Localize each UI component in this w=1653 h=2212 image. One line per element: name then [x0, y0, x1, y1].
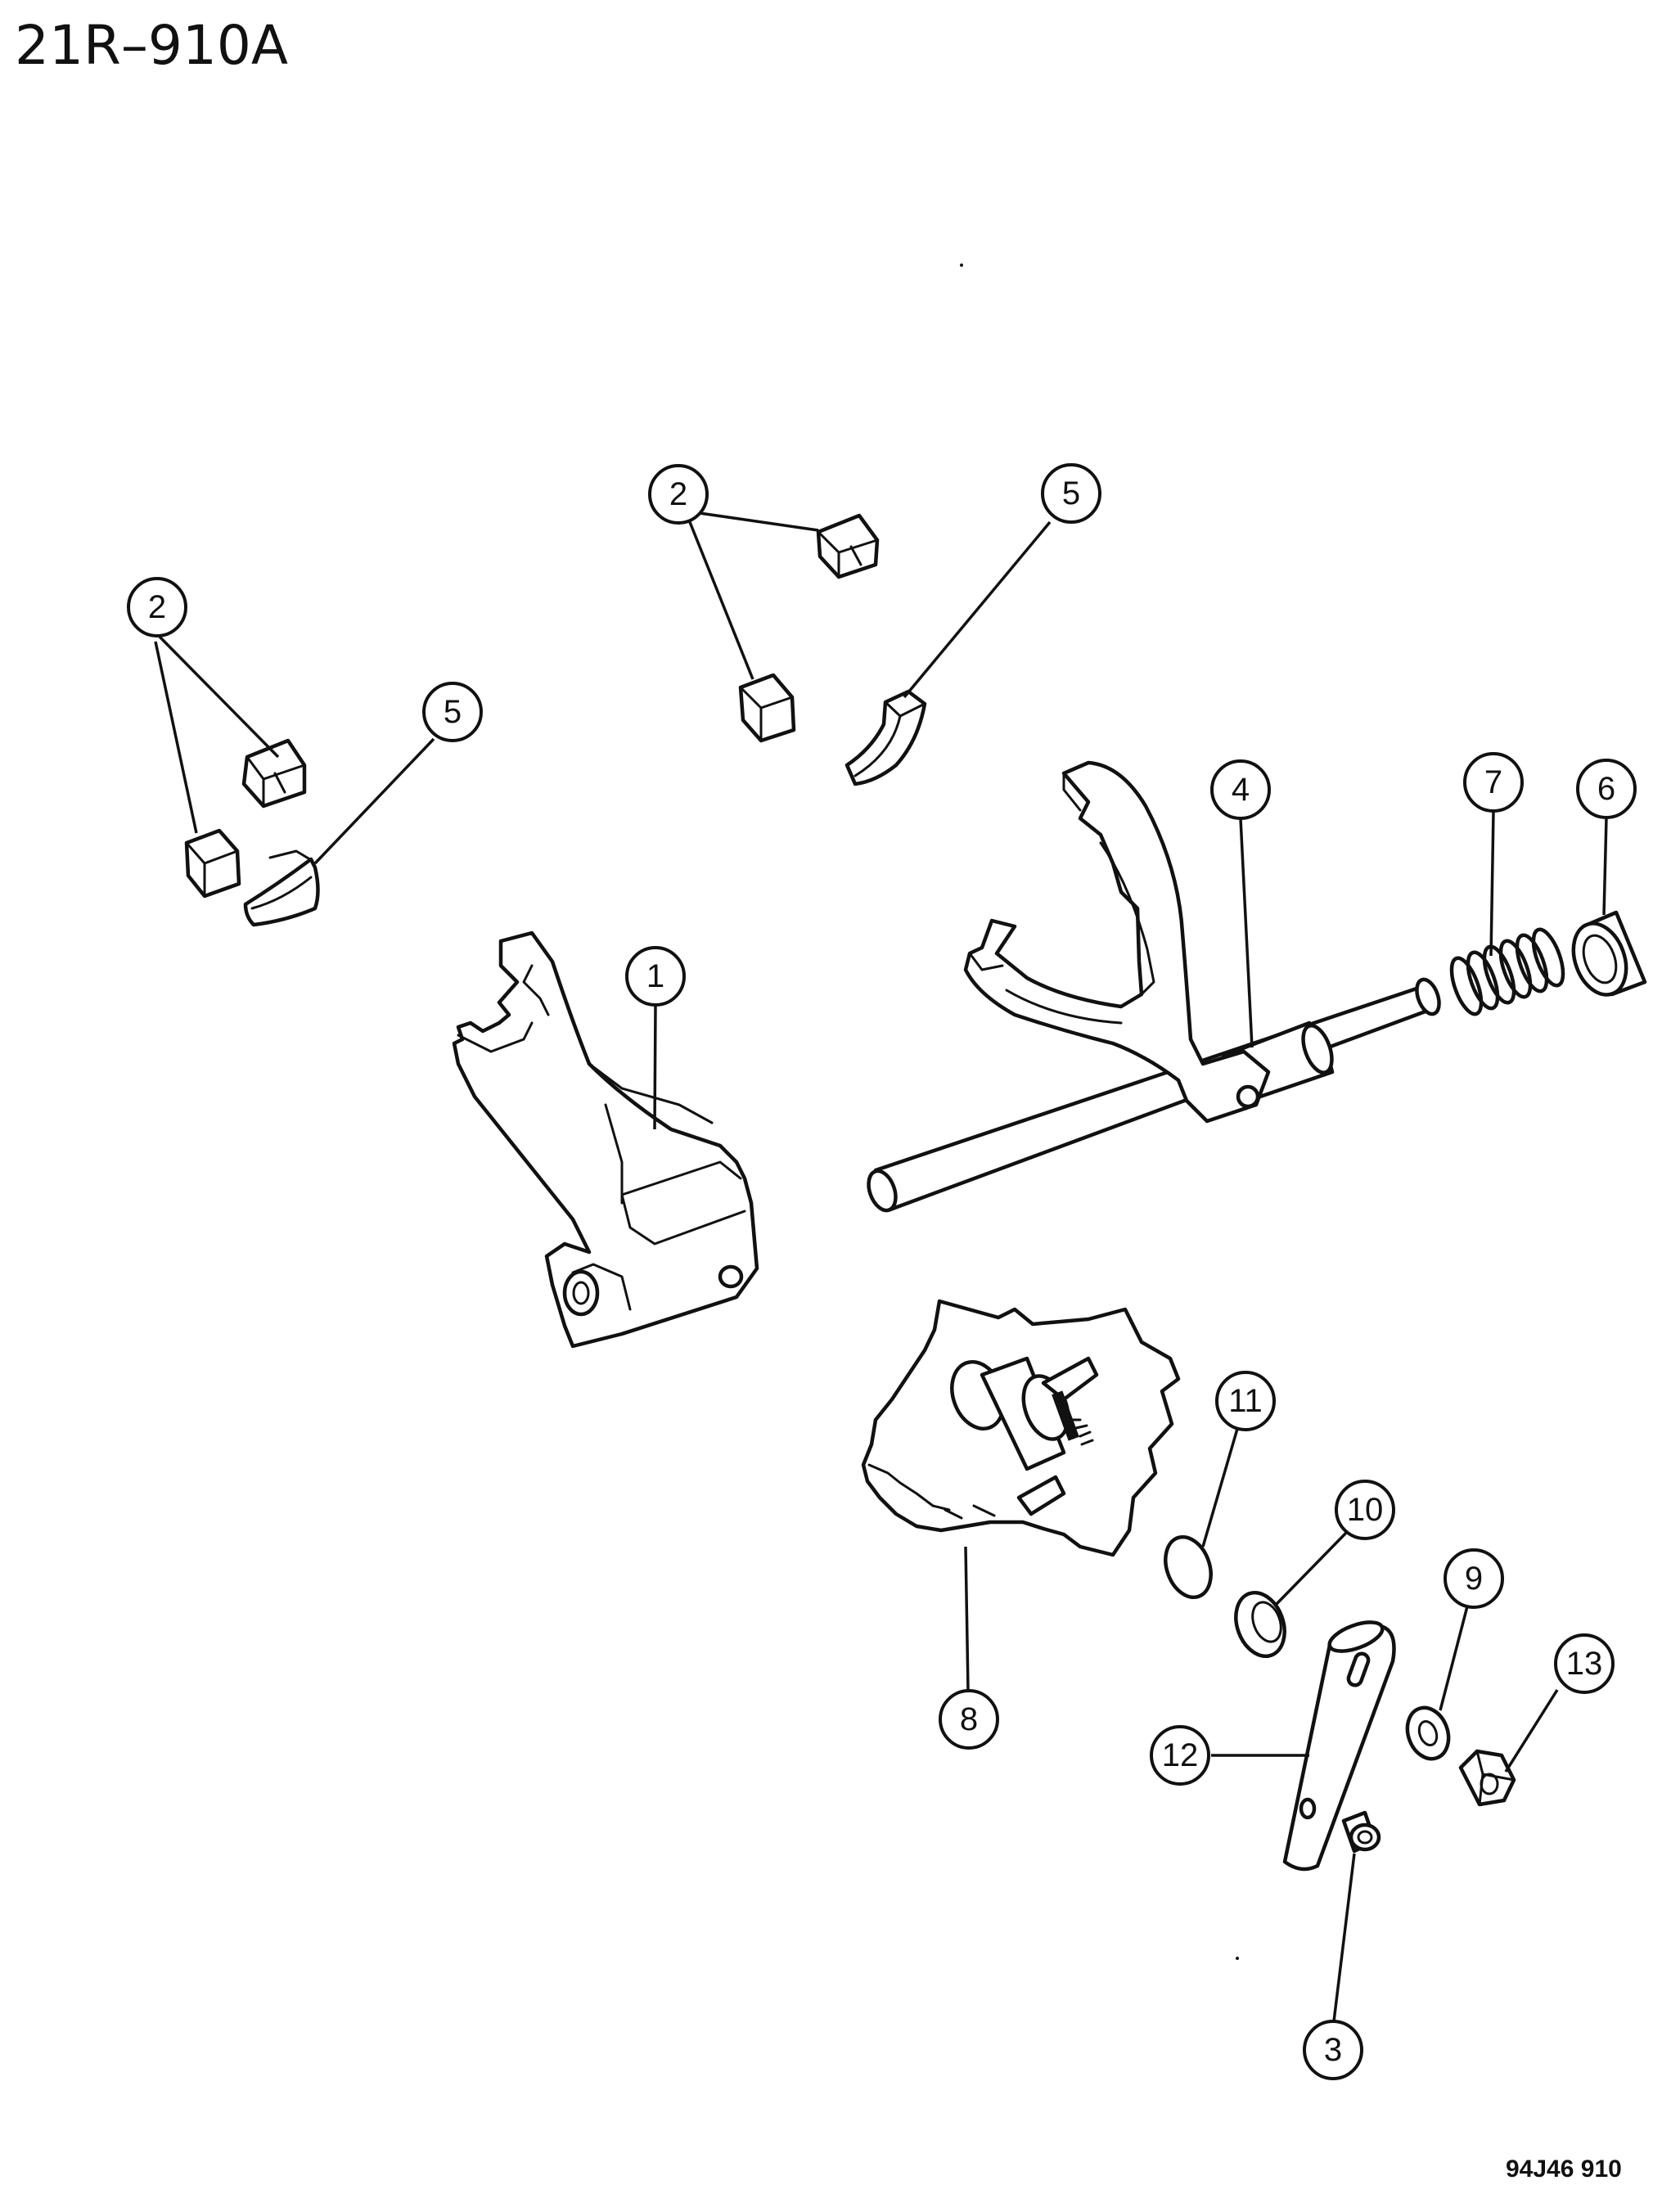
callout-12: 12	[1150, 1725, 1210, 1786]
seal	[1234, 1590, 1286, 1659]
callout-label: 12	[1162, 1737, 1199, 1773]
scan-speck	[960, 264, 963, 267]
callout-3: 3	[1303, 2020, 1363, 2080]
shoe-middle	[845, 689, 927, 786]
callout-label: 9	[1465, 1561, 1483, 1597]
callout-7: 7	[1463, 752, 1524, 813]
callout-label: 1	[646, 958, 664, 994]
callout-8: 8	[939, 1689, 999, 1750]
pad-lower-middle	[738, 673, 796, 743]
callout-label: 2	[148, 589, 166, 625]
callout-label: 2	[669, 476, 687, 512]
callout-label: 5	[1062, 475, 1080, 511]
shoe-left	[243, 849, 320, 927]
housing-section	[861, 1299, 1181, 1557]
callout-label: 3	[1324, 2032, 1342, 2068]
callout-label: 4	[1232, 772, 1250, 808]
pad-upper-left	[241, 738, 307, 809]
leader-lines	[154, 511, 1608, 2022]
nut	[1458, 1749, 1516, 1807]
bushing	[1571, 910, 1647, 997]
callout-4: 4	[1210, 759, 1271, 820]
shift-lever	[1282, 1620, 1396, 1872]
callout-6: 6	[1576, 759, 1637, 819]
callout-10: 10	[1335, 1480, 1395, 1540]
pad-lower-left	[184, 828, 241, 899]
callout-13: 13	[1554, 1633, 1615, 1694]
washer	[1405, 1705, 1451, 1761]
callout-label: 5	[444, 694, 462, 730]
diagram-title: 21R–910A	[15, 14, 288, 77]
callout-label: 7	[1484, 764, 1502, 800]
callout-5-middle: 5	[1041, 463, 1101, 524]
shift-fork-with-rail	[867, 760, 1441, 1213]
callout-2-left: 2	[127, 577, 187, 637]
spring	[1449, 927, 1565, 1016]
callout-label: 10	[1347, 1492, 1384, 1528]
callout-5-left: 5	[422, 682, 483, 742]
pad-upper-middle	[816, 513, 880, 579]
callout-1: 1	[625, 946, 686, 1007]
figure-code: 94J46 910	[1506, 2156, 1622, 2183]
callout-label: 6	[1597, 771, 1615, 807]
callout-11: 11	[1215, 1371, 1276, 1431]
shift-fork-left	[452, 930, 759, 1349]
callout-label: 8	[960, 1701, 978, 1737]
callout-9: 9	[1444, 1548, 1504, 1609]
callout-label: 13	[1566, 1646, 1603, 1682]
callout-2-middle: 2	[648, 464, 709, 525]
callout-label: 11	[1228, 1383, 1263, 1419]
scan-speck	[1236, 1957, 1239, 1960]
o-ring	[1164, 1534, 1213, 1600]
screw	[1341, 1810, 1381, 1854]
